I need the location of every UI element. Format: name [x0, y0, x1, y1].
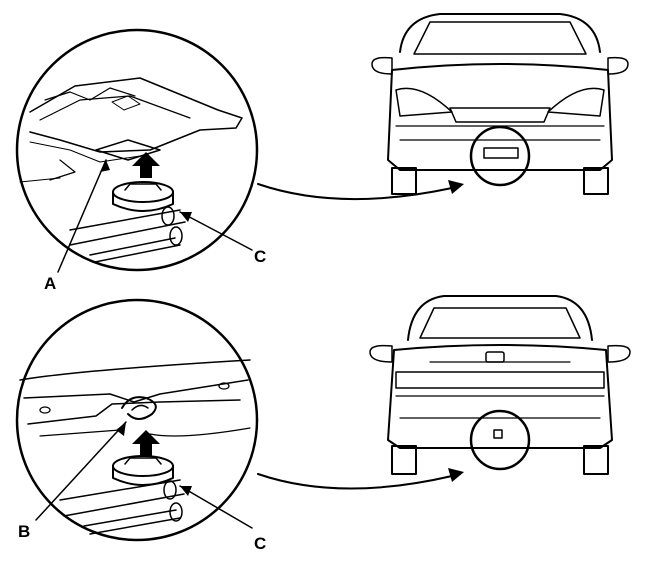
- car-rear-view: [369, 295, 631, 475]
- callout-label-c-front: C: [254, 247, 266, 266]
- callout-label-b: B: [18, 522, 30, 541]
- connector-arrow-front: [257, 183, 453, 201]
- pointer-arrow-icon: [116, 422, 126, 436]
- connector-arrow-rear: [257, 473, 453, 490]
- callout-label-a: A: [44, 274, 56, 293]
- leader-line-a: [57, 159, 107, 273]
- pointer-arrow-icon: [180, 212, 192, 222]
- front-detail-inset: [15, 28, 259, 272]
- callout-label-c-rear: C: [254, 534, 266, 553]
- pointer-arrow-icon: [100, 160, 110, 172]
- leader-line-c-rear: [179, 485, 253, 529]
- lift-arrow-icon: [132, 430, 160, 456]
- pointer-arrow-icon: [448, 468, 464, 482]
- pointer-arrow-icon: [180, 486, 192, 496]
- leader-line-b: [35, 421, 127, 521]
- leader-line-c-front: [179, 211, 253, 251]
- car-front-view: [371, 13, 629, 195]
- pointer-arrow-icon: [448, 180, 464, 194]
- lift-arrow-icon: [132, 152, 160, 178]
- rear-detail-inset: [15, 298, 259, 542]
